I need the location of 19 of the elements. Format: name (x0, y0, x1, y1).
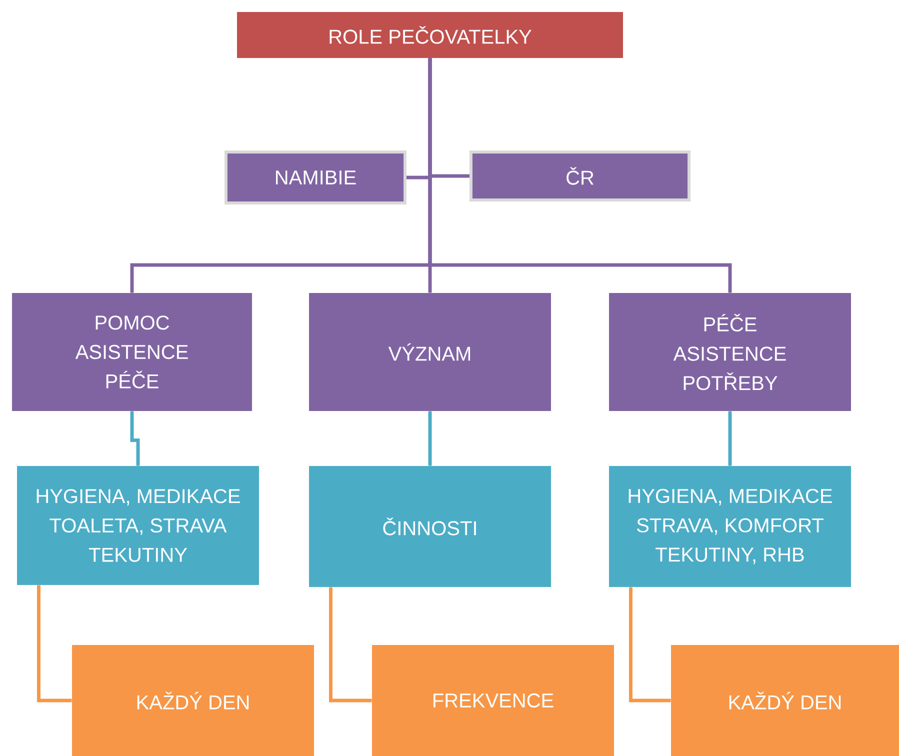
category-box: POMOC ASISTENCE PÉČE (12, 293, 252, 411)
activity-box: HYGIENA, MEDIKACE STRAVA, KOMFORT TEKUTINY, RHB (609, 466, 851, 587)
category-box: PÉČE ASISTENCE POTŘEBY (609, 293, 851, 411)
connector-line (329, 587, 372, 702)
connector-line (728, 411, 732, 466)
activity-box: HYGIENA, MEDIKACE TOALETA, STRAVA TEKUTINY (17, 466, 259, 585)
title-box: ROLE PEČOVATELKY (237, 12, 623, 58)
connector-line (428, 411, 432, 466)
frequency-box: KAŽDÝ DEN (671, 645, 899, 756)
frequency-box: FREKVENCE (372, 645, 614, 756)
region-box: NAMIBIE (224, 150, 406, 204)
connector-line (37, 585, 72, 702)
region-box: ČR (470, 150, 690, 202)
category-box: VÝZNAM (309, 293, 551, 411)
connector-line (428, 58, 732, 293)
connector-line (130, 411, 140, 466)
activity-box: ČINNOSTI (309, 466, 551, 587)
connector-line (629, 587, 671, 702)
frequency-box: KAŽDÝ DEN (72, 645, 314, 756)
